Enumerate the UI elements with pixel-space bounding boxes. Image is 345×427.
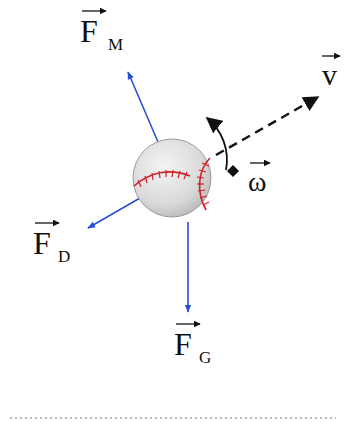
velocity-symbol: v: [322, 60, 337, 90]
magnus-force-arrow: [128, 72, 158, 142]
force-symbol: F: [33, 227, 51, 259]
velocity-arrow: [216, 97, 318, 155]
force-subscript: D: [58, 248, 70, 265]
baseball-seam: [134, 172, 190, 186]
vector-accent: [82, 10, 106, 11]
spin-arc-arrow: [207, 118, 227, 170]
vector-accent: [35, 222, 59, 223]
force-symbol: F: [80, 15, 98, 47]
vector-accent: [176, 323, 200, 324]
baseball: [133, 139, 211, 217]
force-subscript: G: [199, 349, 211, 366]
ground-line: [10, 418, 336, 419]
spin-axis-marker: [227, 165, 239, 177]
force-symbol: F: [174, 328, 192, 360]
force-subscript: M: [108, 36, 123, 53]
gravity-force-arrow: [187, 222, 189, 312]
spin-symbol: ω: [248, 168, 266, 196]
drag-force-arrow: [88, 198, 140, 228]
vector-accent: [250, 162, 270, 163]
baseball-stitches: [138, 163, 209, 205]
vector-accent: [322, 55, 340, 56]
